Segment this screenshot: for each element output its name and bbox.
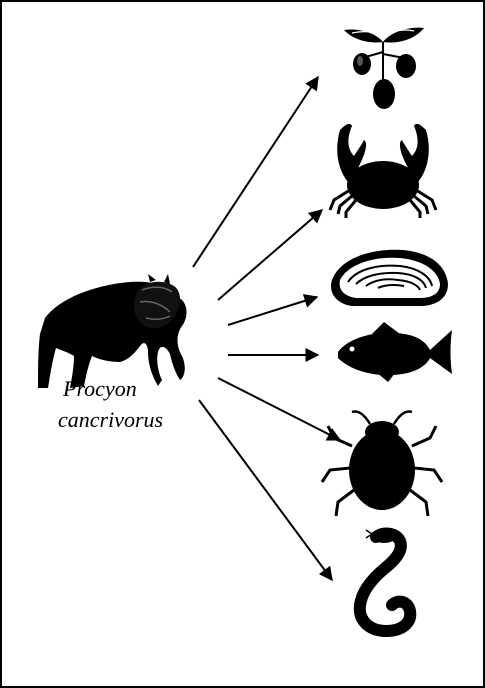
arrow-to-crab — [218, 210, 322, 300]
crab-icon — [330, 124, 436, 218]
snake-icon — [360, 529, 410, 631]
beetle-icon — [322, 412, 442, 517]
arrow-to-clam — [228, 297, 317, 325]
clam-shell-icon — [331, 250, 448, 306]
fruiting-plant-icon — [344, 28, 424, 109]
raccoon-silhouette-icon — [38, 274, 187, 388]
species-name-line1: Procyon — [62, 376, 137, 401]
fish-icon — [338, 322, 452, 382]
species-name-line2: cancrivorus — [58, 407, 163, 432]
arrow-to-beetle — [218, 378, 340, 440]
arrow-to-snake — [199, 400, 332, 580]
arrow-to-plant — [193, 77, 318, 267]
